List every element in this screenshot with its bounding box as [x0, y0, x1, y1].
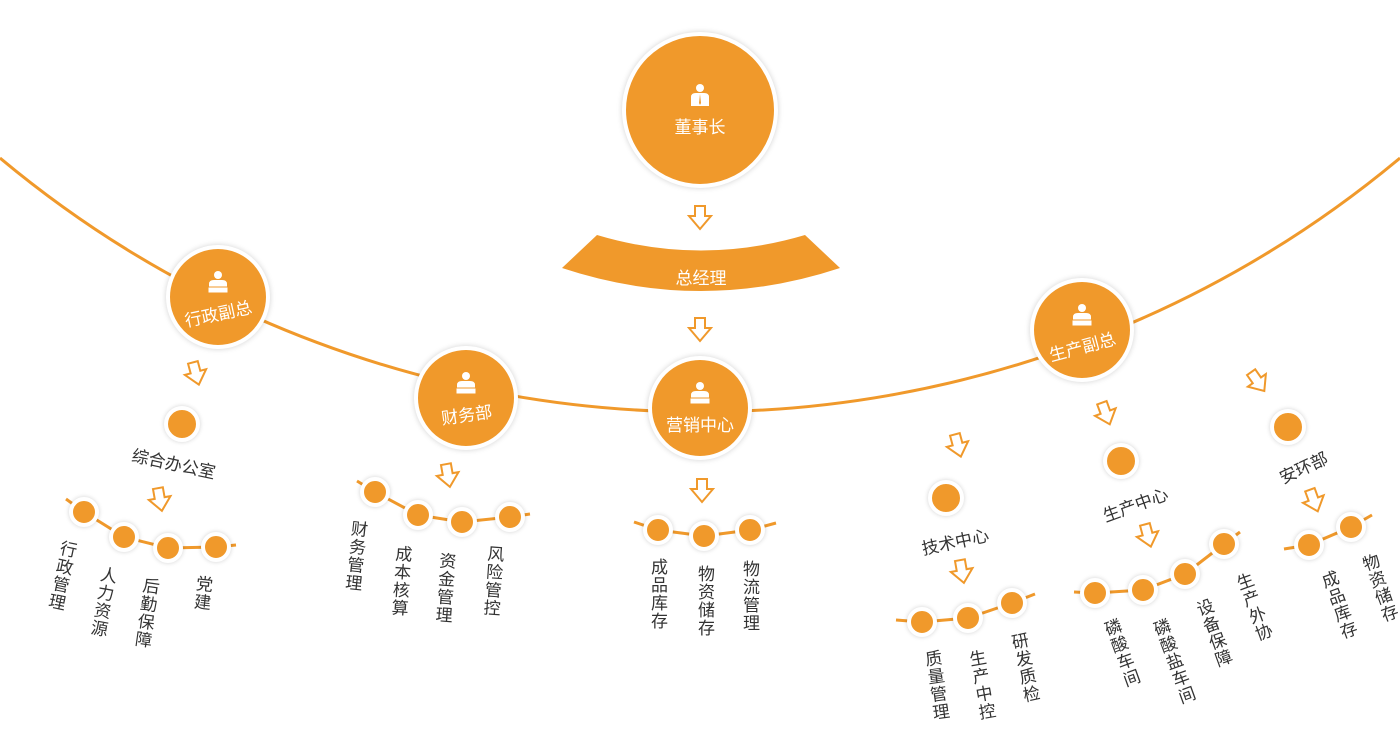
- down-arrow-icon: [1245, 367, 1268, 393]
- unit-label: 成品库存: [647, 558, 667, 630]
- unit-dot[interactable]: [69, 497, 99, 527]
- chairman-node[interactable]: 董事长: [622, 32, 778, 188]
- branch-label: 营销中心: [666, 415, 734, 436]
- branch-node-1[interactable]: 财务部: [414, 346, 518, 450]
- branch-label: 财务部: [439, 402, 493, 429]
- unit-dot[interactable]: [1128, 575, 1158, 605]
- unit-dot[interactable]: [953, 603, 983, 633]
- person-book-icon: [689, 381, 711, 404]
- general-manager-label: 总经理: [675, 269, 727, 289]
- department-dot[interactable]: [928, 480, 964, 516]
- unit-dot[interactable]: [907, 607, 937, 637]
- down-arrow-icon: [688, 478, 716, 504]
- down-arrow-icon: [434, 462, 461, 489]
- unit-dot[interactable]: [360, 477, 390, 507]
- unit-dot[interactable]: [1336, 512, 1366, 542]
- down-arrow-icon: [146, 486, 173, 513]
- person-icon: [207, 270, 229, 293]
- down-arrow-icon: [944, 431, 970, 459]
- unit-dot[interactable]: [1170, 559, 1200, 589]
- unit-dot[interactable]: [1209, 529, 1239, 559]
- department-dot[interactable]: [1270, 409, 1306, 445]
- branch-label: 行政副总: [183, 297, 254, 332]
- unit-label: 成本核算: [387, 544, 412, 618]
- down-arrow-icon: [182, 359, 208, 387]
- unit-label: 资金管理: [431, 551, 456, 625]
- unit-label: 物资储存: [694, 565, 714, 637]
- down-arrow-icon: [948, 558, 975, 585]
- branch-node-0[interactable]: 行政副总: [166, 245, 270, 349]
- down-arrow-icon: [686, 317, 714, 343]
- down-arrow-icon: [1092, 399, 1118, 426]
- unit-label: 党建: [189, 574, 213, 612]
- down-arrow-icon: [1300, 486, 1326, 513]
- person-desk-icon: [1071, 303, 1093, 326]
- unit-dot[interactable]: [153, 533, 183, 563]
- down-arrow-icon: [686, 205, 714, 231]
- unit-dot[interactable]: [495, 502, 525, 532]
- general-manager-band[interactable]: [562, 232, 840, 302]
- branch-node-2[interactable]: 营销中心: [648, 356, 752, 460]
- department-dot[interactable]: [1103, 443, 1139, 479]
- unit-label: 物流管理: [739, 560, 759, 632]
- person-icon: [691, 83, 709, 106]
- unit-dot[interactable]: [1294, 530, 1324, 560]
- unit-dot[interactable]: [403, 500, 433, 530]
- unit-dot[interactable]: [447, 507, 477, 537]
- unit-dot[interactable]: [201, 532, 231, 562]
- unit-dot[interactable]: [735, 515, 765, 545]
- unit-dot[interactable]: [1080, 578, 1110, 608]
- person-desk-icon: [455, 371, 477, 394]
- unit-dot[interactable]: [109, 522, 139, 552]
- unit-dot[interactable]: [689, 521, 719, 551]
- chairman-label: 董事长: [674, 117, 726, 138]
- unit-dot[interactable]: [997, 588, 1027, 618]
- branch-node-3[interactable]: 生产副总: [1030, 278, 1134, 382]
- department-dot[interactable]: [164, 406, 200, 442]
- branch-label: 生产副总: [1047, 328, 1119, 366]
- down-arrow-icon: [1134, 521, 1160, 549]
- unit-label: 风险管控: [479, 544, 504, 618]
- unit-dot[interactable]: [643, 515, 673, 545]
